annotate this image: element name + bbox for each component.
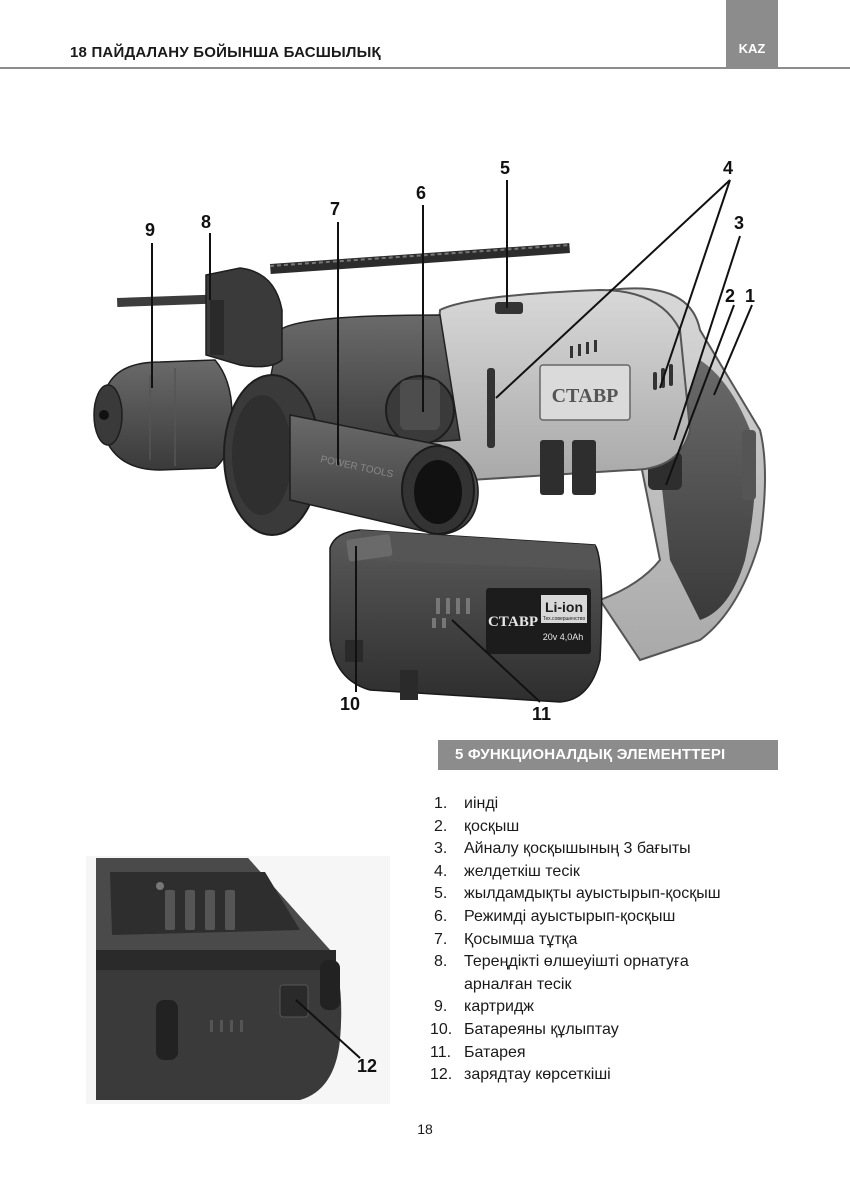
page-number: 18 bbox=[417, 1121, 433, 1137]
callout-6: 6 bbox=[416, 183, 427, 203]
list-item: 11. Батарея bbox=[430, 1042, 794, 1065]
item-number: 10. bbox=[430, 1020, 453, 1038]
battery-badge-sub: Тех.совершенство bbox=[543, 616, 586, 622]
callout-12: 12 bbox=[357, 1056, 378, 1076]
parts-list: 1. иінді 2. қосқыш 3. Айналу қосқышының 3 б… bbox=[430, 793, 794, 1087]
list-item: 6. Режимді ауыстырып-қосқыш bbox=[434, 906, 794, 929]
leader-line-12 bbox=[295, 999, 361, 1059]
depth-gauge-rod bbox=[116, 243, 571, 307]
item-text: жылдамдықты ауыстырып-қосқыш bbox=[464, 885, 721, 903]
item-text: зарядтау көрсеткіші bbox=[464, 1066, 611, 1084]
leader-lines bbox=[151, 179, 753, 703]
battery-closeup bbox=[96, 858, 342, 1100]
item-number: 4. bbox=[434, 862, 448, 880]
callout-1: 1 bbox=[745, 286, 756, 306]
item-number: 1. bbox=[434, 795, 448, 812]
item-number: 2. bbox=[434, 817, 448, 835]
callout-4: 4 bbox=[723, 158, 734, 178]
list-item: 9. картридж bbox=[434, 996, 794, 1019]
callout-11: 11 bbox=[532, 704, 552, 724]
item-text: Режимді ауыстырып-қосқыш bbox=[464, 907, 676, 925]
item-text: желдеткіш тесік bbox=[464, 862, 580, 880]
item-text: картридж bbox=[464, 998, 534, 1016]
battery-pack: СТАВР Li-ion Тех.совершенство 20v 4,0Ah bbox=[329, 529, 603, 703]
list-item: 3. Айналу қосқышының 3 бағыты bbox=[434, 838, 794, 861]
brand-logo: СТАВР bbox=[552, 385, 619, 407]
item-text: қосқыш bbox=[464, 817, 520, 835]
item-text: Тереңдікті өлшеуішті орнатуға арналған т… bbox=[464, 953, 689, 993]
list-item: 5. жылдамдықты ауыстырып-қосқыш bbox=[434, 883, 794, 906]
battery-spec: 20v 4,0Ah bbox=[543, 632, 584, 642]
callout-3: 3 bbox=[734, 213, 745, 233]
item-number: 5. bbox=[434, 885, 448, 903]
section-title: 5 ФУНКЦИОНАЛДЫҚ ЭЛЕМЕНТТЕРІ bbox=[438, 740, 778, 770]
motor-housing: СТАВР bbox=[428, 288, 692, 495]
item-text: Батареяны құлыптау bbox=[464, 1020, 619, 1038]
list-item: 8. Тереңдікті өлшеуішті орнатуға арналған… bbox=[434, 951, 794, 996]
item-number: 8. bbox=[434, 953, 448, 971]
callout-9: 9 bbox=[145, 220, 156, 240]
item-text: Айналу қосқышының 3 бағыты bbox=[464, 840, 691, 858]
item-text: Батарея bbox=[464, 1043, 526, 1061]
battery-badge: Li-ion bbox=[545, 599, 583, 615]
callout-5: 5 bbox=[500, 158, 511, 178]
list-item: 10. Батареяны құлыптау bbox=[430, 1019, 794, 1042]
depth-gauge-clamp bbox=[205, 267, 283, 368]
list-item: 12. зарядтау көрсеткіші bbox=[430, 1064, 794, 1087]
header-title: 18 ПАЙДАЛАНУ БОЙЫНША БАСШЫЛЫҚ bbox=[70, 44, 381, 61]
list-item: 2. қосқыш bbox=[434, 816, 794, 839]
item-number: 11. bbox=[430, 1043, 452, 1061]
item-number: 9. bbox=[434, 998, 448, 1016]
callout-10: 10 bbox=[340, 694, 361, 714]
battery-logo: СТАВР bbox=[488, 614, 538, 630]
header-rule bbox=[0, 67, 850, 69]
language-tab: KAZ bbox=[726, 0, 778, 69]
chuck bbox=[93, 359, 233, 471]
callout-7: 7 bbox=[330, 199, 341, 219]
list-item: 1. иінді bbox=[434, 793, 794, 816]
item-number: 7. bbox=[434, 930, 448, 948]
photo-background bbox=[86, 856, 390, 1104]
callout-2: 2 bbox=[725, 286, 736, 306]
list-item: 4. желдеткіш тесік bbox=[434, 861, 794, 884]
item-number: 12. bbox=[430, 1066, 453, 1084]
item-text: иінді bbox=[464, 795, 499, 812]
callout-8: 8 bbox=[201, 212, 212, 232]
item-number: 3. bbox=[434, 840, 448, 858]
list-item: 7. Қосымша тұтқа bbox=[434, 929, 794, 952]
item-number: 6. bbox=[434, 907, 448, 925]
rotary-hammer-figure: СТАВР POWE bbox=[93, 179, 766, 703]
item-text: Қосымша тұтқа bbox=[464, 930, 578, 948]
